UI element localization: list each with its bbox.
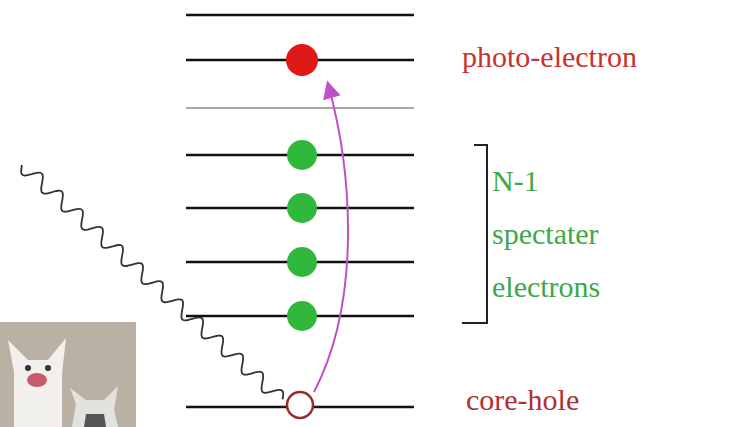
bracket-label: N-1 spectater electrons [492, 154, 642, 313]
cat-body [70, 386, 118, 427]
energy-level [186, 107, 414, 109]
bracket [462, 145, 487, 323]
electron-dot [287, 193, 317, 223]
cat-mouth [27, 373, 47, 387]
energy-levels [186, 15, 414, 407]
excitation-arrow [314, 84, 348, 392]
electron-dot [287, 140, 317, 170]
level-label: core-hole [466, 383, 579, 417]
spectator-electrons [287, 140, 317, 331]
electron-dot [287, 247, 317, 277]
cat-body [8, 338, 66, 427]
photo-electron-dot [286, 44, 318, 76]
cat-eye [45, 365, 51, 371]
core-hole-circle [287, 392, 313, 418]
cat-photo [0, 322, 136, 427]
cat-face [84, 414, 106, 427]
cat-eye [25, 365, 31, 371]
photo-background [0, 322, 136, 427]
level-label: photo-electron [462, 40, 637, 74]
electron-dot [287, 301, 317, 331]
energy-level [186, 14, 414, 17]
